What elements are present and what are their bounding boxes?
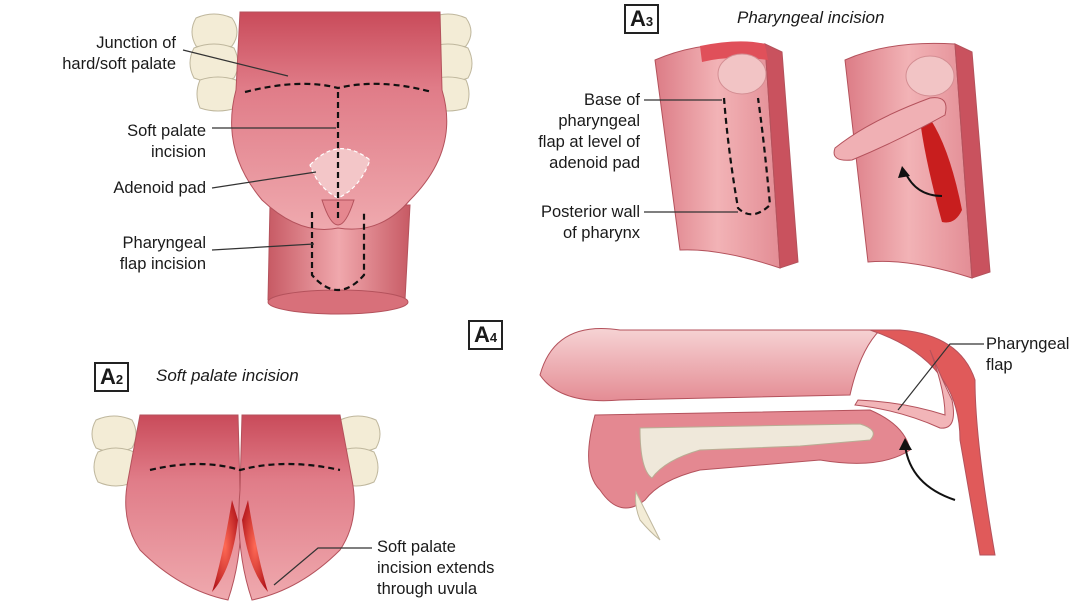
pharyngeal-flap-a4 — [854, 349, 954, 429]
panel-a1-palate — [182, 11, 473, 315]
adenoid-pad-a3 — [717, 53, 767, 95]
badge-a4: A4 — [468, 320, 504, 350]
teeth-left-a2 — [91, 415, 139, 487]
nasal-roof — [539, 328, 882, 402]
panel-a3-left-wall — [644, 41, 799, 269]
flap-incision-a3 — [722, 97, 772, 216]
junction-line — [244, 82, 433, 94]
panel-a4-sagittal — [539, 328, 996, 556]
palate-right-a2 — [238, 414, 355, 601]
palate-body — [231, 11, 448, 230]
adenoid-pad — [309, 148, 371, 199]
raised-flap-a3 — [833, 97, 947, 161]
label-adenoid-pad: Adenoid pad — [113, 179, 206, 197]
tooth-a4 — [635, 490, 661, 541]
bone-hard-palate — [639, 423, 874, 479]
title-a2: Soft palate incision — [156, 366, 299, 385]
junction-line-a2 — [149, 462, 341, 472]
cut-right-a2 — [242, 500, 268, 592]
flap-cut-bed — [920, 112, 962, 223]
lift-arrow-a4 — [904, 444, 956, 501]
pharyngeal-flap-incision — [310, 212, 366, 291]
badge-a2: A2 — [94, 362, 130, 392]
teeth-left — [189, 13, 240, 112]
panel-a3-right-wall — [833, 42, 991, 279]
panel-a2-palate — [91, 414, 381, 601]
title-a3: Pharyngeal incision — [737, 8, 885, 27]
badge-a3: A3 — [624, 4, 660, 34]
cut-left-a2 — [212, 500, 238, 592]
